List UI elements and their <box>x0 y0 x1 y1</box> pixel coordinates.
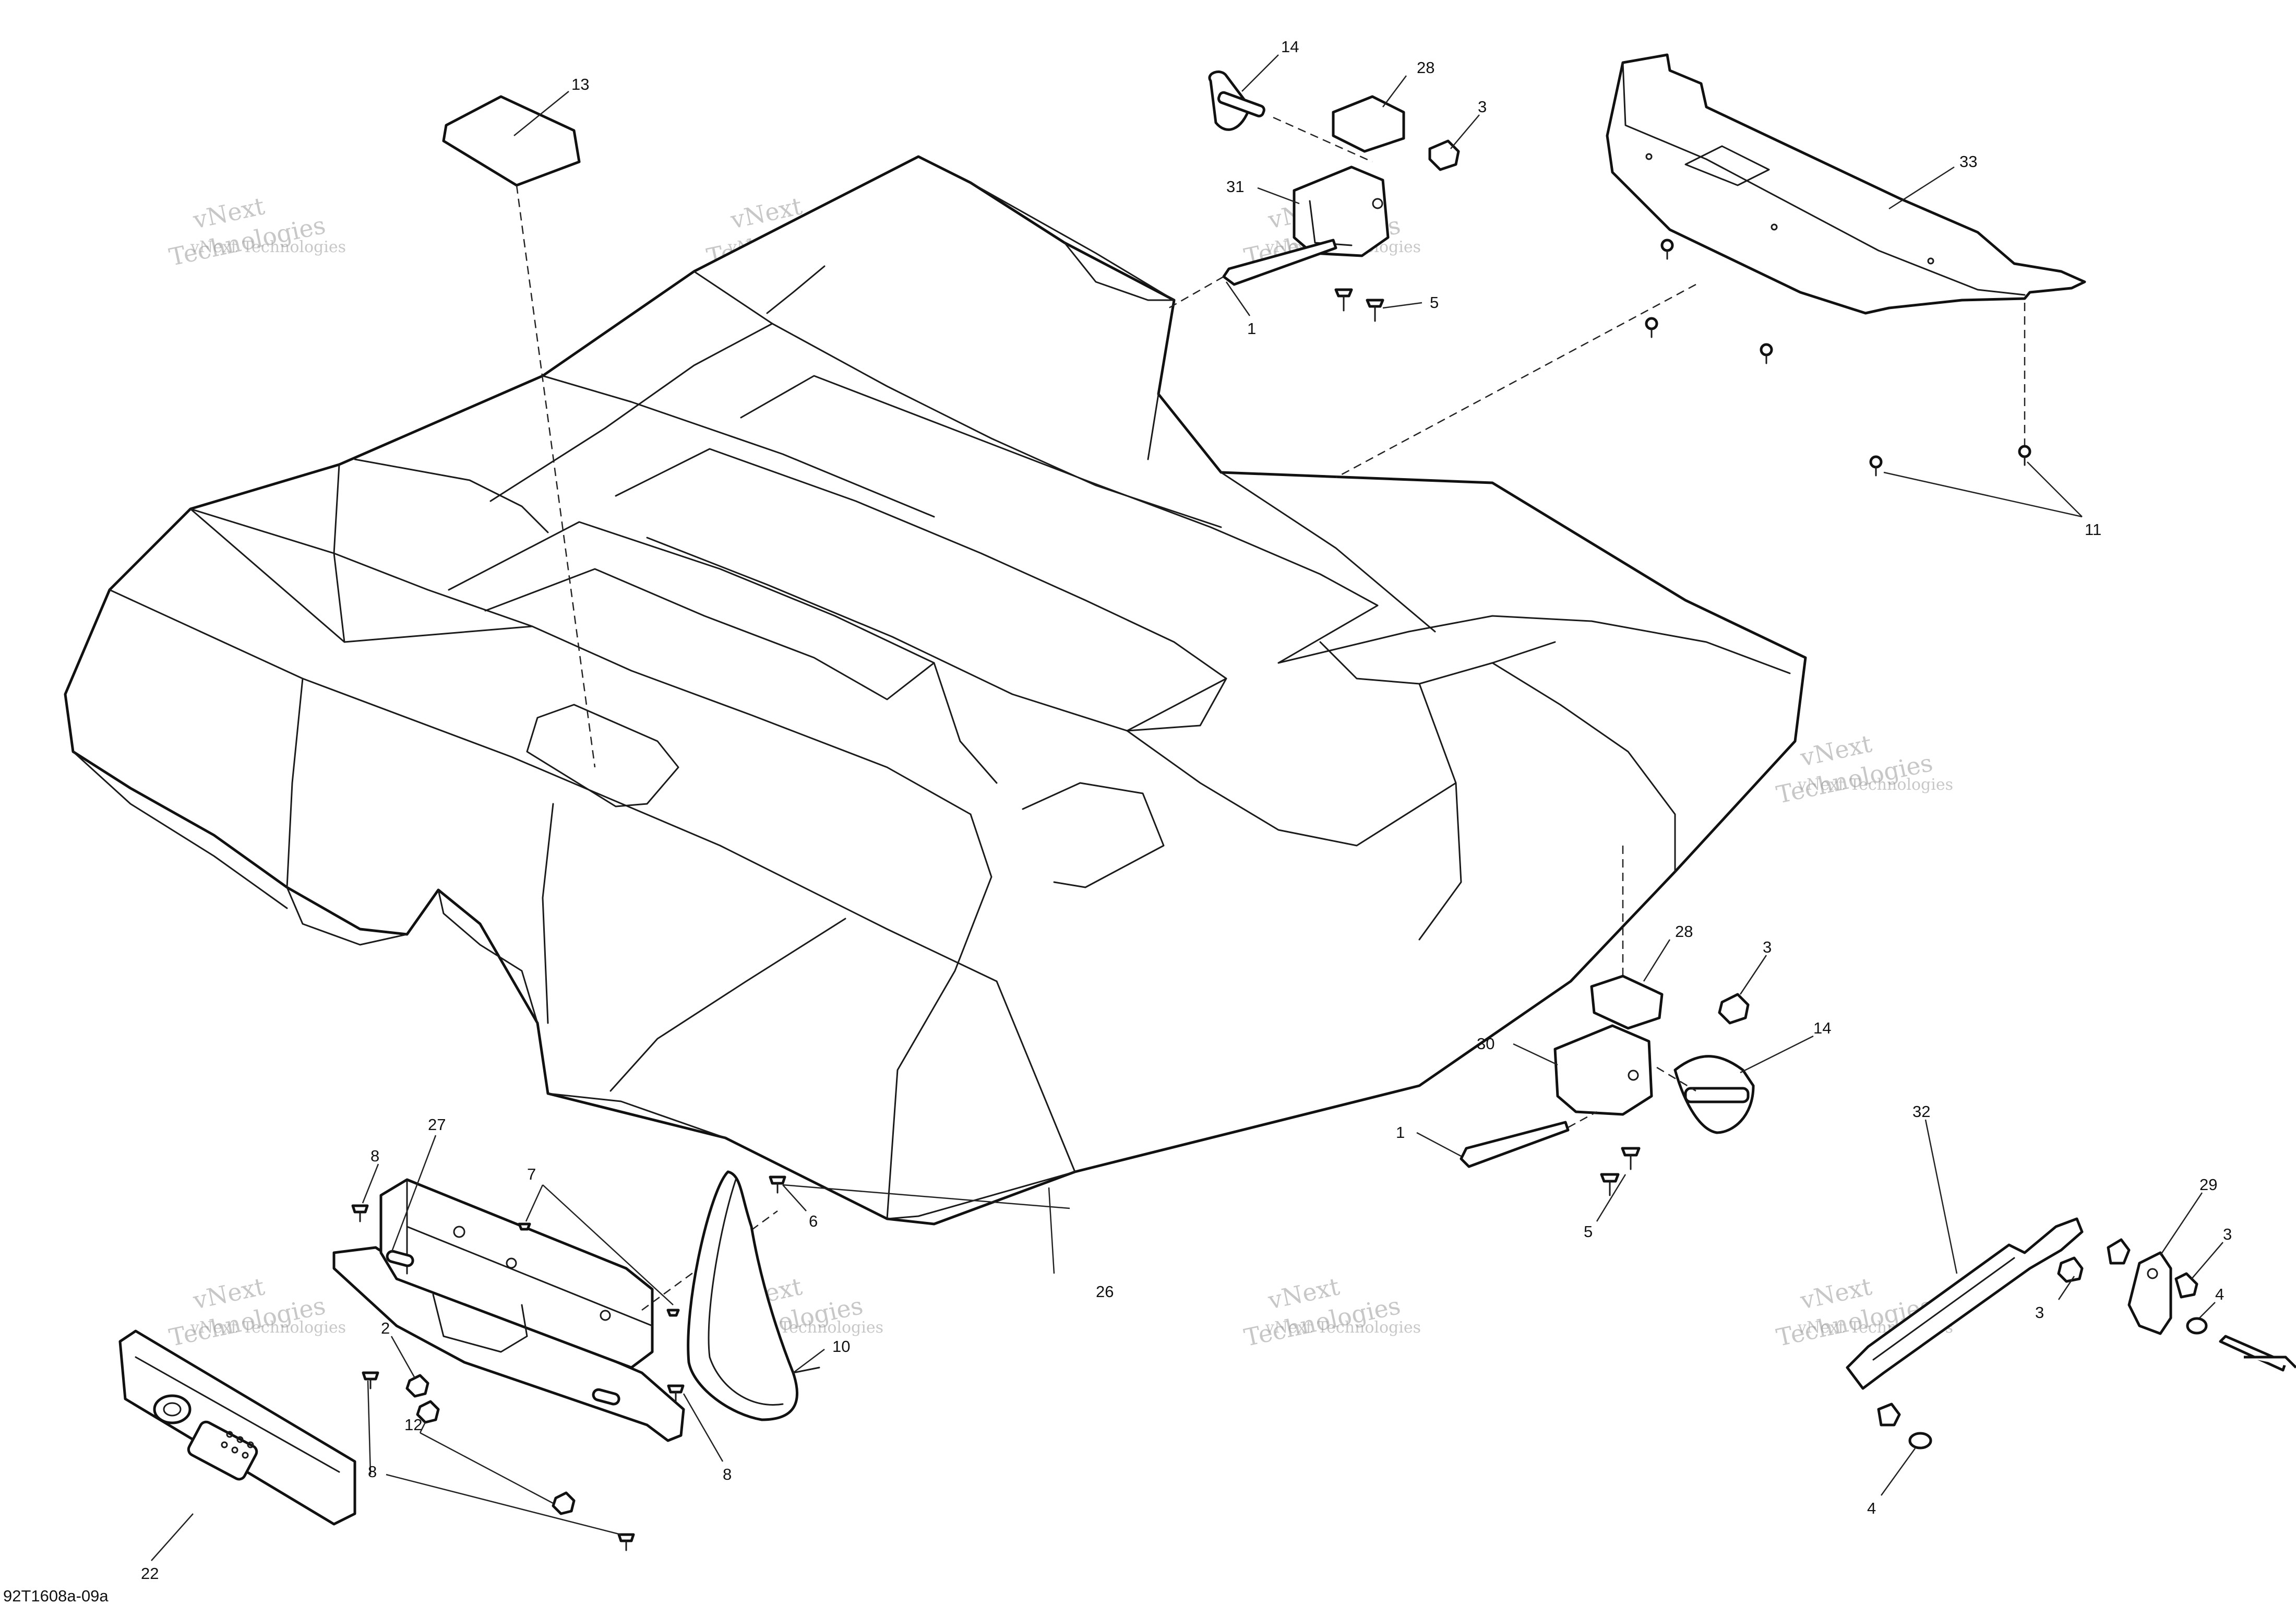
watermark-inline-8: vNext Technologies <box>1797 776 1953 794</box>
callout-29: 29 <box>2199 1175 2217 1194</box>
cover-outline <box>64 155 1807 1226</box>
callout-6: 6 <box>809 1212 818 1230</box>
callout-1-right: 1 <box>1396 1123 1405 1142</box>
callout-8-mid: 8 <box>723 1465 732 1483</box>
callout-27: 27 <box>428 1115 446 1134</box>
callout-1-top: 1 <box>1247 319 1256 338</box>
right-hinge-assembly <box>1460 846 1755 1196</box>
part-11-screws <box>1645 239 2031 477</box>
part-27-bracket <box>332 1178 778 1442</box>
watermark-inline-11: vNext Technologies <box>1265 1318 1421 1337</box>
callout-14-right: 14 <box>1813 1019 1831 1037</box>
callouts: 13 14 28 3 31 1 5 33 11 28 3 30 14 1 5 3… <box>141 38 2232 1583</box>
part-10-strap <box>687 1170 820 1421</box>
callout-13: 13 <box>571 75 589 93</box>
callout-5-top: 5 <box>1430 293 1439 312</box>
callout-4-strut: 4 <box>2215 1285 2224 1303</box>
cargo-box-cover <box>64 155 1807 1226</box>
callout-3-top: 3 <box>1478 98 1487 116</box>
callout-33: 33 <box>1959 152 1977 171</box>
callout-22: 22 <box>141 1564 159 1583</box>
callout-3-strut: 3 <box>2223 1225 2232 1243</box>
part-22-latch <box>118 1329 356 1526</box>
gas-strut-assembly <box>1846 1217 2296 1449</box>
top-hinge-assembly <box>1168 70 1460 322</box>
callout-30: 30 <box>1477 1035 1494 1053</box>
callout-31: 31 <box>1226 177 1244 196</box>
watermark-1: vNext Technologies <box>166 192 328 271</box>
callout-7: 7 <box>527 1165 536 1183</box>
callout-26: 26 <box>1096 1282 1114 1301</box>
callout-8-top: 8 <box>370 1147 379 1165</box>
watermark-11: vNext Technologies <box>1241 1272 1403 1352</box>
callout-3-strut-left: 3 <box>2035 1303 2044 1322</box>
watermark-inline-1: vNext Technologies <box>190 238 346 256</box>
callout-8-bottom: 8 <box>368 1463 377 1481</box>
leader-lines <box>151 54 2223 1561</box>
callout-5-right: 5 <box>1584 1222 1593 1241</box>
watermark-9: vNext Technologies <box>166 1272 328 1352</box>
callout-4-washer: 4 <box>1867 1499 1876 1517</box>
callout-28-right: 28 <box>1675 922 1693 941</box>
lower-fasteners <box>351 1175 786 1551</box>
watermark-inline-9: vNext Technologies <box>190 1318 346 1337</box>
part-33-panel <box>1335 53 2086 479</box>
callout-2: 2 <box>381 1319 390 1337</box>
callout-28-top: 28 <box>1417 58 1434 77</box>
callout-12: 12 <box>404 1416 422 1434</box>
callout-32: 32 <box>1912 1102 1930 1121</box>
drawing-reference: 92T1608a-09a <box>3 1587 109 1604</box>
part-13-decal <box>442 95 596 768</box>
callout-14-top: 14 <box>1281 38 1299 56</box>
callout-10: 10 <box>832 1337 850 1356</box>
callout-11: 11 <box>2085 520 2101 539</box>
callout-3-right: 3 <box>1763 938 1772 956</box>
